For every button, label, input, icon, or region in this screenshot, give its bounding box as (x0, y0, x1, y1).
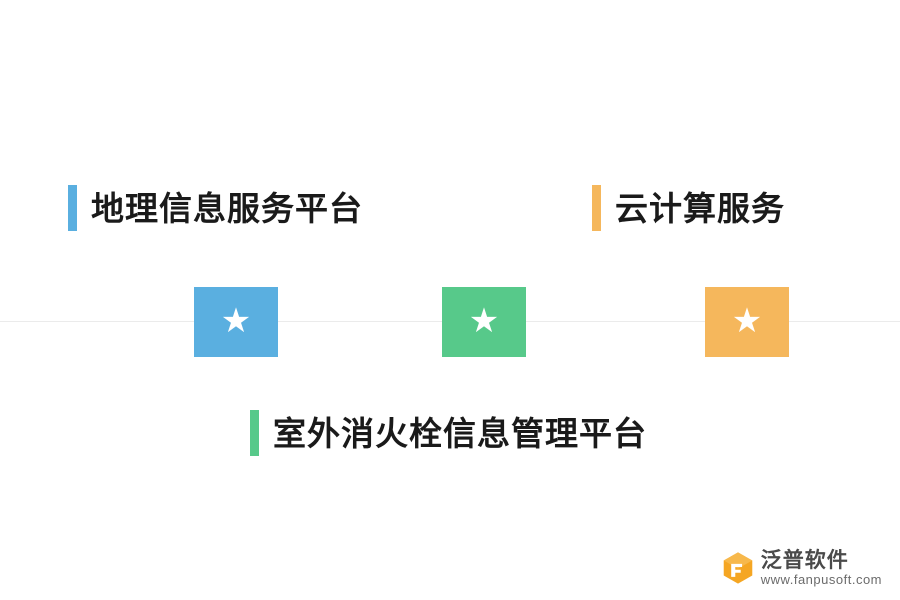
node-star-blue: ★ (194, 287, 278, 357)
label-text: 室外消火栓信息管理平台 (273, 414, 647, 452)
node-star-green: ★ (442, 287, 526, 357)
watermark-text: 泛普软件 www.fanpusoft.com (761, 549, 882, 588)
fanpu-logo-icon (723, 552, 753, 585)
node-star-orange: ★ (705, 287, 789, 357)
label-cloud-computing-service: 云计算服务 (592, 185, 785, 231)
label-text: 地理信息服务平台 (91, 189, 363, 227)
watermark-url: www.fanpusoft.com (760, 572, 882, 588)
label-accent-bar-orange (592, 185, 601, 231)
watermark: 泛普软件 www.fanpusoft.com (721, 549, 882, 588)
label-text: 云计算服务 (615, 189, 785, 227)
star-icon: ★ (468, 302, 500, 340)
star-icon: ★ (220, 302, 252, 340)
watermark-brand-name: 泛普软件 (760, 548, 849, 572)
label-accent-bar-blue (68, 185, 77, 231)
label-outdoor-hydrant-information-management-platform: 室外消火栓信息管理平台 (250, 410, 647, 456)
label-accent-bar-green (250, 410, 259, 456)
star-icon: ★ (731, 302, 763, 340)
label-geographic-information-service-platform: 地理信息服务平台 (68, 185, 363, 231)
